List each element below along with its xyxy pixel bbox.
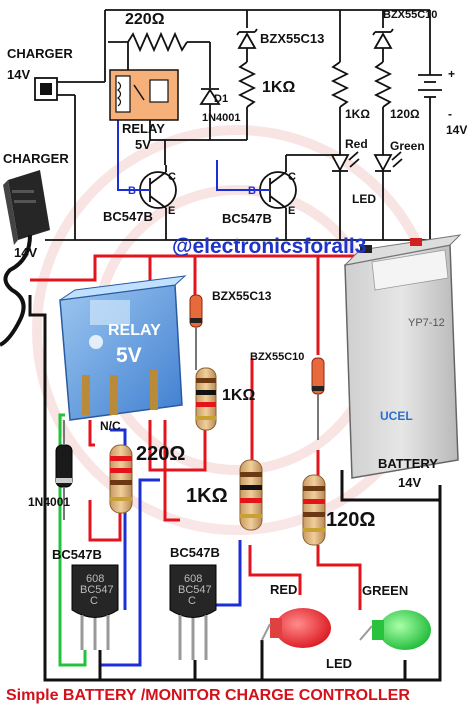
- resistor-220-photo: [109, 444, 133, 514]
- top-relay-voltage: 5V: [135, 137, 151, 152]
- photo-led-red-label: RED: [270, 582, 298, 597]
- footer-title: Simple BATTERY /MONITOR CHARGE CONTROLLE…: [6, 687, 410, 704]
- top-transistor-1-label: BC547B: [103, 209, 153, 224]
- top-battery-minus: -: [448, 107, 452, 121]
- transistor-2-photo: [169, 564, 217, 660]
- top-zener-1-label: BZX55C13: [260, 31, 325, 46]
- battery-photo: [343, 234, 462, 479]
- top-charger-voltage: 14V: [7, 67, 31, 82]
- schematic-charger-jack: [34, 77, 58, 101]
- top-r-1k-a-label: 1KΩ: [262, 79, 296, 96]
- photo-transistor-2-marking-b: BC547: [178, 584, 212, 596]
- photo-transistor-1-marking-c: C: [90, 595, 98, 607]
- photo-transistor-1-marking-a: 608: [86, 573, 105, 585]
- top-pin-c-1: C: [168, 171, 176, 183]
- top-pin-b-2: B: [248, 185, 256, 197]
- watermark-handle: @electronicsforall3: [172, 235, 367, 258]
- relay-photo: [59, 275, 187, 421]
- zener-bzx55c13-photo: [189, 294, 203, 370]
- top-r-1k-b-label: 1KΩ: [345, 107, 370, 121]
- top-battery-plus: +: [448, 67, 456, 81]
- photo-r-1k-b-label: 1KΩ: [186, 485, 228, 507]
- photo-transistor-2-label: BC547B: [170, 545, 220, 560]
- photo-transistor-1-label: BC547B: [52, 547, 102, 562]
- schematic-relay: [109, 69, 179, 121]
- photo-transistor-2-marking-c: C: [188, 595, 196, 607]
- top-relay-label: RELAY: [122, 121, 165, 136]
- top-diode-ref: D1: [214, 93, 229, 105]
- top-pin-c-2: C: [288, 171, 296, 183]
- resistor-1k-a-photo: [195, 367, 217, 431]
- green-led-photo: [359, 610, 431, 650]
- charger-adapter-photo: [0, 170, 50, 347]
- top-charger-label: CHARGER: [7, 46, 73, 61]
- top-r-220-label: 220Ω: [125, 11, 165, 28]
- photo-battery-label: BATTERY: [378, 456, 438, 471]
- top-led-red-label: Red: [345, 137, 368, 151]
- photo-battery-voltage: 14V: [398, 475, 422, 490]
- top-pin-e-1: E: [168, 205, 176, 217]
- top-pin-e-2: E: [288, 205, 296, 217]
- schematic-base-wires: [117, 120, 270, 191]
- photo-diode-label: 1N4001: [28, 495, 71, 509]
- resistor-120-photo: [302, 474, 326, 546]
- photo-r-120-label: 120Ω: [326, 509, 376, 531]
- top-led-green-label: Green: [390, 139, 425, 153]
- transistor-1-photo: [71, 564, 119, 650]
- photo-battery-model: YP7-12: [408, 317, 445, 329]
- top-pin-b-1: B: [128, 185, 136, 197]
- photo-r-220-label: 220Ω: [136, 443, 186, 465]
- resistor-1k-b-photo: [239, 459, 263, 531]
- top-transistor-2-label: BC547B: [222, 211, 272, 226]
- top-zener-2-label: BZX55C10: [383, 9, 438, 21]
- photo-r-1k-a-label: 1KΩ: [222, 387, 256, 404]
- photo-charger-voltage: 14V: [14, 245, 38, 260]
- footer: Simple BATTERY /MONITOR CHARGE CONTROLLE…: [0, 684, 474, 711]
- top-r-120-label: 120Ω: [390, 107, 420, 121]
- top-battery-voltage: 14V: [446, 123, 468, 137]
- photo-relay-brand: RELAY: [108, 322, 161, 339]
- photo-transistor-1-marking-b: BC547: [80, 584, 114, 596]
- top-schematic: [45, 9, 442, 241]
- photo-nc-label: N/C: [100, 419, 121, 433]
- photo-battery-brand: UCEL: [380, 409, 413, 423]
- photo-charger-label: CHARGER: [3, 151, 69, 166]
- top-diode-part: 1N4001: [202, 112, 241, 124]
- photo-zener-2-label: BZX55C10: [250, 351, 305, 363]
- red-led-photo: [261, 608, 331, 648]
- top-led-label: LED: [352, 192, 376, 206]
- photo-led-green-label: GREEN: [362, 583, 409, 598]
- photo-transistor-2-marking-a: 608: [184, 573, 203, 585]
- photo-relay-voltage: 5V: [116, 344, 142, 367]
- zener-bzx55c10-photo: [311, 357, 325, 440]
- photo-wires: [28, 254, 442, 682]
- photo-zener-1-label: BZX55C13: [212, 289, 272, 303]
- photo-led-label: LED: [326, 656, 352, 671]
- diode-1n4001-photo: [55, 420, 73, 520]
